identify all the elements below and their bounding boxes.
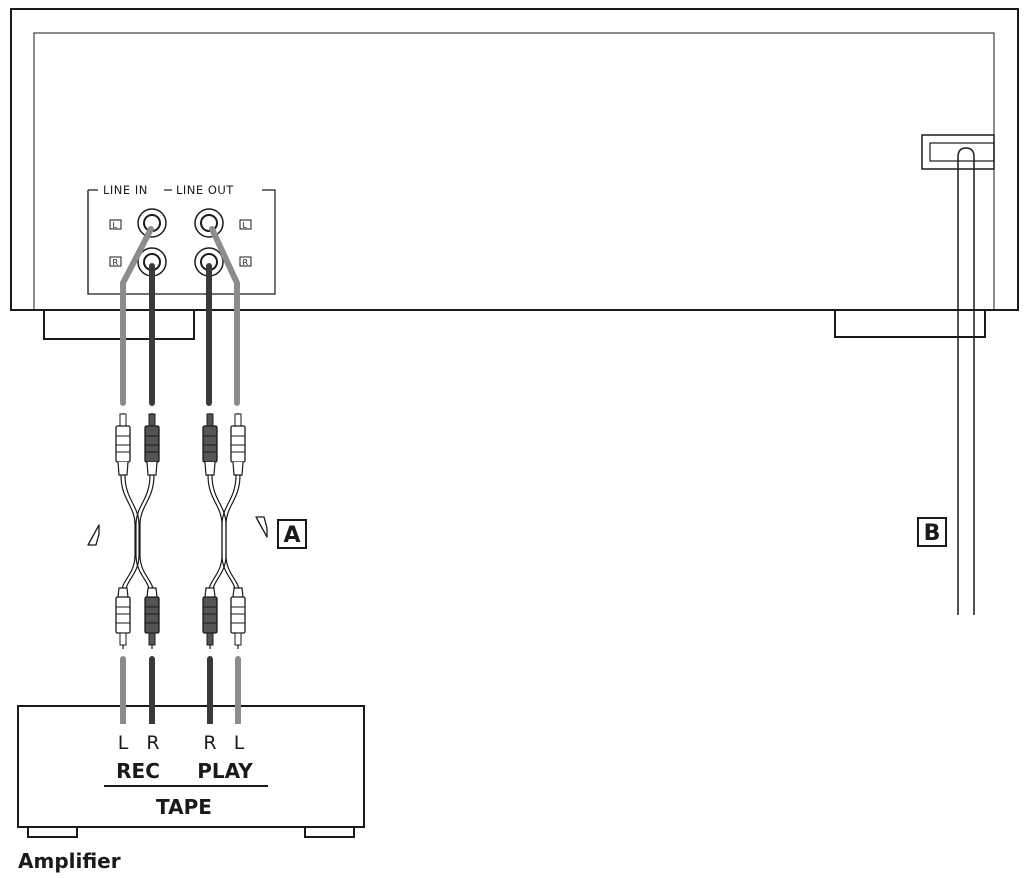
svg-text:R: R [243, 258, 249, 267]
svg-text:L: L [243, 221, 248, 230]
jack-line-out-l [194, 208, 224, 238]
callout-b-badge: B [917, 517, 947, 547]
cable-pair-play [207, 474, 241, 596]
line-out-label: LINE OUT [176, 183, 234, 197]
svg-text:R: R [113, 258, 119, 267]
rca-plug-lower-3 [202, 587, 218, 649]
play-label: PLAY [197, 759, 253, 783]
unit-rear-panel [10, 8, 1019, 340]
rec-label: REC [116, 759, 160, 783]
signal-arrow-down-icon [255, 516, 268, 538]
jack-tag-left-out: L [239, 219, 252, 230]
callout-a-badge: A [277, 519, 307, 549]
jack-line-in-r [137, 247, 167, 277]
unit-foot-left [43, 310, 195, 340]
amplifier-body [17, 705, 365, 838]
jack-line-out-r [194, 247, 224, 277]
cable-rec-l-upper [120, 226, 154, 406]
jack-tag-right-in: R [109, 256, 122, 267]
amp-jack-label-1: L [118, 732, 129, 754]
rca-plug-upper-3 [202, 413, 218, 476]
signal-arrow-up-icon [87, 524, 100, 546]
rca-plug-lower-2 [144, 587, 160, 649]
callout-a-label: A [283, 523, 300, 548]
amplifier-label: Amplifier [18, 849, 121, 873]
rca-plug-lower-1 [115, 587, 131, 649]
tape-label: TAPE [156, 795, 212, 819]
jack-tag-right-out: R [239, 256, 252, 267]
rca-plug-lower-4 [230, 587, 246, 649]
amplifier-foot-left [27, 827, 78, 838]
rca-plug-upper-4 [230, 413, 246, 476]
svg-text:L: L [113, 221, 118, 230]
jack-line-in-l [137, 208, 167, 238]
power-cord [957, 147, 975, 615]
callout-b-label: B [924, 521, 941, 546]
cable-pair-rec [120, 474, 155, 596]
jack-panel: LINE IN LINE OUT L R L R [87, 183, 276, 295]
unit-foot-right [834, 310, 986, 338]
line-in-label: LINE IN [103, 183, 148, 197]
amplifier-foot-right [304, 827, 355, 838]
unit-cables [120, 226, 240, 406]
cable-play-l-upper [209, 226, 240, 406]
jack-tag-left-in: L [109, 219, 122, 230]
rca-plug-upper-1 [115, 413, 131, 476]
unit-inner-frame [33, 32, 995, 311]
amp-jack-label-3: R [203, 732, 216, 754]
rca-plug-upper-2 [144, 413, 160, 476]
amp-jack-label-4: L [234, 732, 245, 754]
amp-jack-label-2: R [146, 732, 159, 754]
